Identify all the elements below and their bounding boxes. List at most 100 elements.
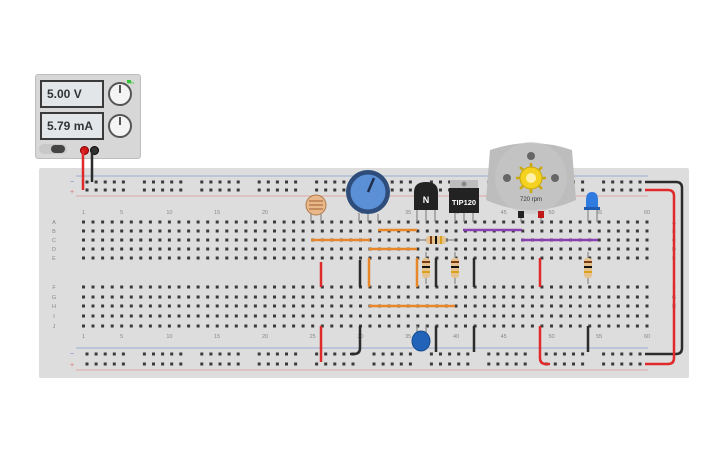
breadboard-hole[interactable] (101, 256, 105, 260)
breadboard-hole[interactable] (170, 188, 174, 192)
breadboard-hole[interactable] (359, 229, 362, 233)
breadboard-hole[interactable] (454, 295, 458, 299)
breadboard-hole[interactable] (540, 285, 544, 289)
breadboard-hole[interactable] (496, 362, 500, 366)
breadboard-hole[interactable] (399, 352, 403, 356)
breadboard-hole[interactable] (187, 229, 191, 233)
breadboard-hole[interactable] (187, 314, 191, 318)
breadboard-hole[interactable] (540, 314, 544, 318)
breadboard-hole[interactable] (200, 188, 204, 192)
breadboard-hole[interactable] (349, 229, 353, 233)
breadboard-hole[interactable] (607, 220, 611, 224)
breadboard-hole[interactable] (215, 314, 219, 318)
breadboard-hole[interactable] (253, 238, 257, 242)
breadboard-hole[interactable] (110, 229, 114, 233)
breadboard-hole[interactable] (635, 247, 639, 251)
breadboard-hole[interactable] (225, 295, 229, 299)
breadboard-hole[interactable] (282, 324, 286, 328)
breadboard-hole[interactable] (253, 314, 257, 318)
breadboard-hole[interactable] (511, 324, 515, 328)
breadboard-hole[interactable] (553, 362, 557, 366)
breadboard-hole[interactable] (511, 247, 515, 251)
breadboard-hole[interactable] (550, 314, 553, 318)
breadboard-hole[interactable] (177, 247, 181, 251)
breadboard-hole[interactable] (196, 285, 200, 289)
breadboard-hole[interactable] (602, 352, 606, 356)
breadboard-hole[interactable] (602, 188, 606, 192)
breadboard-hole[interactable] (408, 352, 412, 356)
breadboard-hole[interactable] (559, 295, 563, 299)
breadboard-hole[interactable] (101, 229, 105, 233)
breadboard-hole[interactable] (263, 238, 267, 242)
breadboard-hole[interactable] (616, 295, 620, 299)
breadboard-hole[interactable] (187, 295, 191, 299)
breadboard-hole[interactable] (530, 324, 534, 328)
breadboard-hole[interactable] (129, 295, 133, 299)
breadboard-hole[interactable] (607, 314, 611, 318)
breadboard-hole[interactable] (406, 256, 410, 260)
breadboard-hole[interactable] (257, 352, 261, 356)
breadboard-hole[interactable] (502, 324, 506, 328)
breadboard-hole[interactable] (139, 238, 143, 242)
breadboard-hole[interactable] (464, 285, 467, 289)
breadboard-hole[interactable] (597, 324, 601, 328)
breadboard-hole[interactable] (333, 188, 337, 192)
breadboard-hole[interactable] (444, 220, 448, 224)
blue-led[interactable] (584, 192, 600, 222)
breadboard-hole[interactable] (550, 229, 553, 233)
breadboard-hole[interactable] (257, 362, 261, 366)
breadboard-hole[interactable] (473, 238, 477, 242)
breadboard-hole[interactable] (148, 256, 152, 260)
breadboard-hole[interactable] (301, 324, 305, 328)
breadboard-hole[interactable] (177, 238, 181, 242)
breadboard-hole[interactable] (635, 229, 639, 233)
breadboard-hole[interactable] (91, 220, 95, 224)
breadboard-hole[interactable] (315, 188, 319, 192)
breadboard-hole[interactable] (167, 304, 171, 308)
breadboard-hole[interactable] (120, 247, 124, 251)
breadboard-hole[interactable] (581, 188, 585, 192)
breadboard-hole[interactable] (645, 324, 649, 328)
breadboard-hole[interactable] (101, 247, 105, 251)
breadboard-hole[interactable] (170, 352, 174, 356)
breadboard-hole[interactable] (209, 362, 213, 366)
breadboard-hole[interactable] (311, 256, 315, 260)
breadboard-hole[interactable] (320, 295, 324, 299)
breadboard-hole[interactable] (626, 304, 630, 308)
breadboard-hole[interactable] (429, 180, 433, 184)
breadboard-hole[interactable] (559, 220, 563, 224)
breadboard-hole[interactable] (311, 285, 315, 289)
breadboard-hole[interactable] (179, 352, 183, 356)
breadboard-hole[interactable] (597, 220, 601, 224)
breadboard-hole[interactable] (454, 220, 458, 224)
breadboard-hole[interactable] (161, 362, 165, 366)
breadboard-hole[interactable] (244, 324, 248, 328)
breadboard-hole[interactable] (359, 295, 362, 299)
breadboard-hole[interactable] (187, 238, 191, 242)
breadboard-hole[interactable] (215, 256, 219, 260)
breadboard-hole[interactable] (638, 362, 642, 366)
breadboard-hole[interactable] (435, 295, 439, 299)
breadboard-hole[interactable] (464, 295, 467, 299)
breadboard-hole[interactable] (425, 220, 429, 224)
breadboard-hole[interactable] (91, 256, 95, 260)
breadboard-hole[interactable] (406, 220, 410, 224)
breadboard-hole[interactable] (301, 229, 305, 233)
breadboard-hole[interactable] (645, 256, 649, 260)
breadboard-hole[interactable] (616, 229, 620, 233)
breadboard-hole[interactable] (294, 180, 298, 184)
breadboard-hole[interactable] (311, 324, 315, 328)
tip120-transistor[interactable]: TIP120 (449, 180, 479, 222)
breadboard-hole[interactable] (294, 352, 298, 356)
breadboard-hole[interactable] (530, 256, 534, 260)
breadboard-hole[interactable] (333, 180, 337, 184)
breadboard-hole[interactable] (234, 314, 238, 318)
breadboard-hole[interactable] (139, 256, 143, 260)
breadboard-hole[interactable] (112, 188, 116, 192)
breadboard-hole[interactable] (607, 229, 611, 233)
breadboard-hole[interactable] (196, 324, 200, 328)
breadboard-hole[interactable] (511, 220, 515, 224)
breadboard-hole[interactable] (218, 180, 222, 184)
breadboard-hole[interactable] (253, 295, 257, 299)
breadboard-hole[interactable] (215, 295, 219, 299)
